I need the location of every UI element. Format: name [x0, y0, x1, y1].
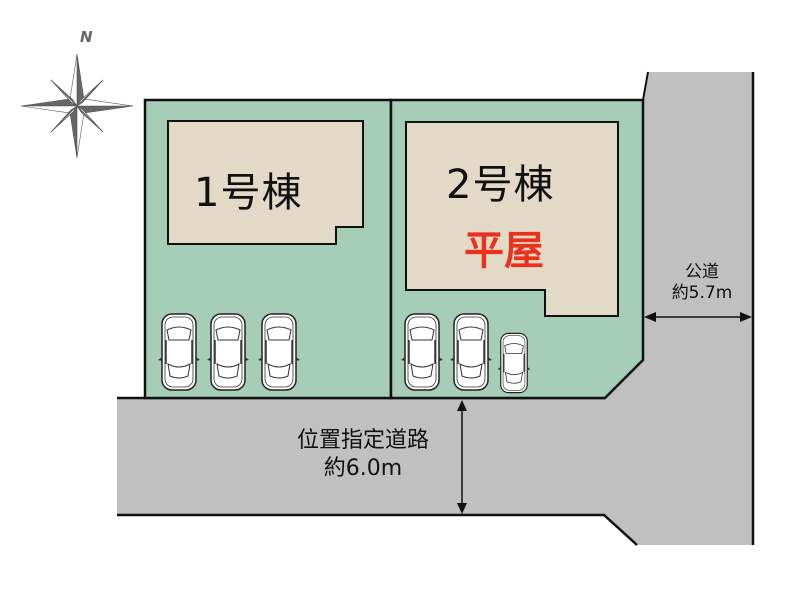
public-road — [117, 72, 753, 545]
car-icon — [400, 313, 444, 391]
car-icon — [257, 313, 301, 391]
building-2 — [405, 121, 619, 317]
car-icon — [497, 332, 531, 394]
building-1-label: 1号棟 — [194, 170, 303, 216]
dimension-arrow-designated-road — [457, 400, 467, 514]
building-2-sublabel: 平屋 — [464, 228, 544, 274]
public-road-name: 公道 — [685, 262, 719, 282]
car-icon — [449, 313, 493, 391]
designated-road-label: 位置指定道路 約6.0m — [268, 427, 458, 483]
building-1 — [167, 120, 364, 245]
designated-road-width: 約6.0m — [323, 456, 403, 481]
north-label: N — [80, 28, 93, 46]
designated-road-name: 位置指定道路 — [296, 428, 429, 453]
dimension-arrow-public-road — [644, 312, 752, 322]
car-icon — [157, 313, 201, 391]
car-icon — [206, 313, 250, 391]
compass-rose-icon — [20, 53, 134, 159]
building-2-label: 2号棟 — [446, 162, 555, 208]
public-road-width: 約5.7m — [671, 283, 733, 303]
public-road-label: 公道 約5.7m — [652, 262, 752, 304]
